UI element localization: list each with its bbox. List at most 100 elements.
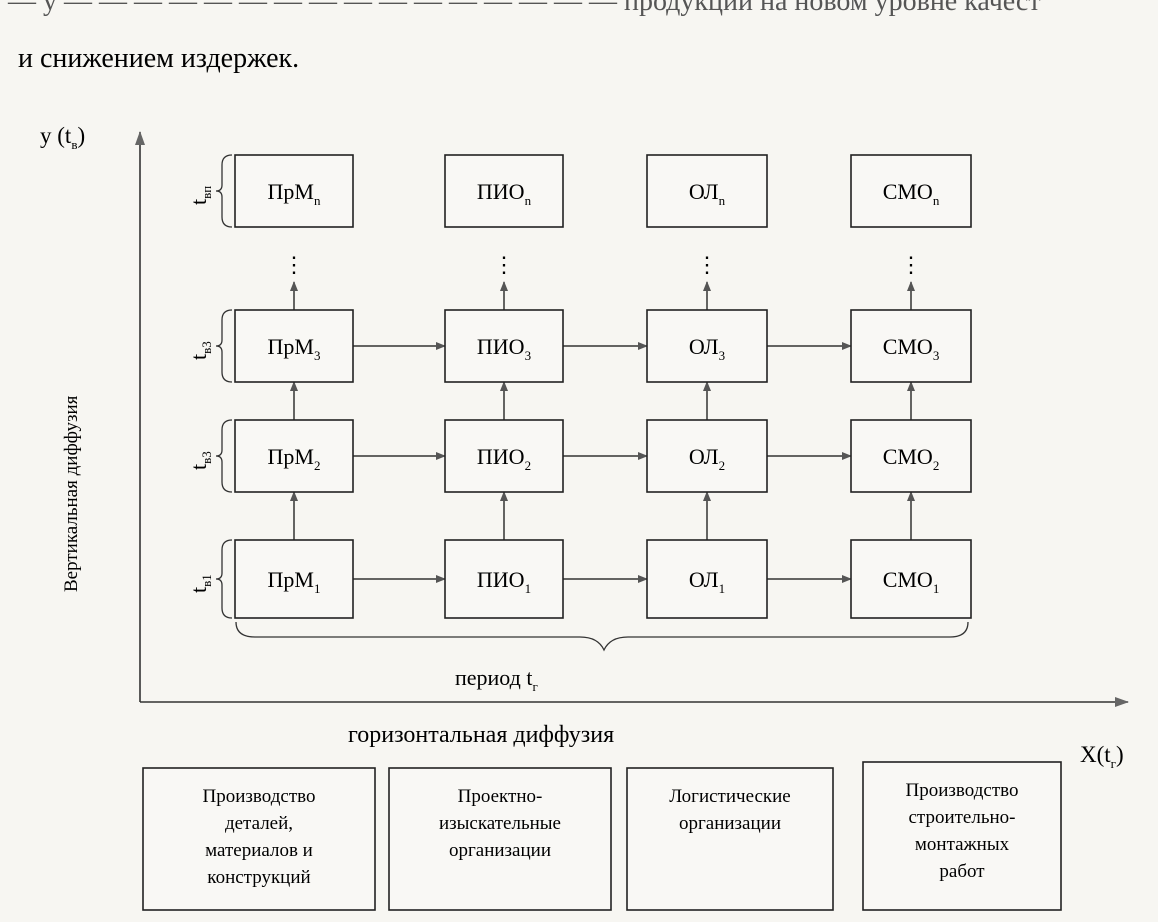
category-text-line: Производство bbox=[203, 786, 316, 807]
period-brace bbox=[235, 621, 969, 652]
level-label: tв3 bbox=[186, 451, 214, 470]
category-boxes: Производство деталей, материалов и конструк… bbox=[142, 761, 1062, 911]
process-box-пио-1: ПИО1 bbox=[444, 539, 564, 619]
process-box-label: СМОn bbox=[883, 179, 940, 208]
process-box-prefix: СМО bbox=[883, 567, 933, 592]
process-box-label: ОЛ2 bbox=[689, 444, 725, 473]
vertical-diffusion-title: Вертикальная диффузия bbox=[61, 395, 82, 592]
process-box-subscript: n bbox=[525, 193, 532, 208]
process-box-subscript: n bbox=[719, 193, 726, 208]
process-box-ол-n: ОЛn bbox=[646, 154, 768, 228]
process-box-prefix: СМО bbox=[883, 179, 933, 204]
process-box-subscript: 1 bbox=[525, 581, 532, 596]
process-box-frame bbox=[850, 419, 972, 493]
level-label-sub: в3 bbox=[199, 341, 214, 354]
header-line-top: — у — — — — — — — — — — — — — — — — прод… bbox=[7, 0, 1041, 17]
process-box-label: ПрМ1 bbox=[268, 567, 321, 596]
process-box-label: СМО1 bbox=[883, 567, 940, 596]
ellipsis: ⋮ bbox=[696, 252, 718, 277]
category-text-line: организации bbox=[449, 840, 551, 861]
process-box-subscript: 3 bbox=[933, 348, 940, 363]
category-text-line: строительно- bbox=[908, 807, 1015, 828]
level-label-sub: в3 bbox=[199, 451, 214, 464]
category-box-frame bbox=[862, 761, 1062, 911]
process-box-prefix: ОЛ bbox=[689, 179, 719, 204]
process-box-label: СМО2 bbox=[883, 444, 940, 473]
category-box-frame bbox=[142, 767, 376, 911]
level-label-main: t bbox=[186, 587, 211, 593]
ellipsis: ⋮ bbox=[900, 252, 922, 277]
process-box-label: ПрМn bbox=[268, 179, 321, 208]
process-box-prefix: ПИО bbox=[477, 179, 525, 204]
process-box-frame bbox=[646, 309, 768, 383]
horizontal-diffusion-title: горизонтальная диффузия bbox=[348, 722, 614, 748]
process-box-prefix: ПрМ bbox=[268, 334, 314, 359]
process-box-frame bbox=[646, 539, 768, 619]
process-box-label: ОЛn bbox=[689, 179, 726, 208]
process-box-label: ОЛ3 bbox=[689, 334, 725, 363]
process-box-subscript: 3 bbox=[719, 348, 726, 363]
category-text-line: материалов и bbox=[205, 840, 313, 861]
category-box-frame bbox=[626, 767, 834, 911]
level-label-main: t bbox=[186, 464, 211, 470]
ellipsis: ⋮ bbox=[283, 252, 305, 277]
process-box-prefix: ОЛ bbox=[689, 334, 719, 359]
category-text-line: Логистические bbox=[669, 786, 791, 807]
process-box-ол-1: ОЛ1 bbox=[646, 539, 768, 619]
process-box-пио-2: ПИО2 bbox=[444, 419, 564, 493]
process-box-prefix: ПрМ bbox=[268, 444, 314, 469]
category-text-line: Проектно- bbox=[458, 786, 543, 807]
level-label: tв1 bbox=[186, 574, 214, 593]
process-box-subscript: 1 bbox=[314, 581, 321, 596]
category-box-frame bbox=[388, 767, 612, 911]
process-box-label: ПИОn bbox=[477, 179, 532, 208]
process-box-frame bbox=[444, 419, 564, 493]
process-box-смо-1: СМО1 bbox=[850, 539, 972, 619]
y-axis-label: у (tв) bbox=[40, 123, 85, 152]
category-text-line: деталей, bbox=[225, 813, 293, 834]
category-text-line: конструкций bbox=[207, 867, 310, 888]
connectors: ⋮ ⋮ ⋮ ⋮ bbox=[283, 252, 922, 583]
process-box-frame bbox=[850, 154, 972, 228]
process-box-смо-2: СМО2 bbox=[850, 419, 972, 493]
process-box-frame bbox=[850, 539, 972, 619]
level-brace bbox=[215, 539, 233, 619]
category-box-1: Производство деталей, материалов и конструк… bbox=[142, 767, 376, 911]
process-box-пио-3: ПИО3 bbox=[444, 309, 564, 383]
process-box-subscript: 2 bbox=[719, 458, 726, 473]
process-box-prefix: ПрМ bbox=[268, 567, 314, 592]
level-label-main: t bbox=[186, 354, 211, 360]
process-box-прм-3: ПрМ3 bbox=[234, 309, 354, 383]
level-label-sub: вп bbox=[199, 186, 214, 199]
process-box-смо-n: СМОn bbox=[850, 154, 972, 228]
process-box-prefix: ПрМ bbox=[268, 179, 314, 204]
process-box-label: ПИО1 bbox=[477, 567, 531, 596]
process-box-label: ОЛ1 bbox=[689, 567, 725, 596]
level-label: tв3 bbox=[186, 341, 214, 360]
level-label-sub: в1 bbox=[199, 574, 214, 587]
process-box-subscript: n bbox=[933, 193, 940, 208]
process-box-prefix: ОЛ bbox=[689, 444, 719, 469]
process-box-prefix: СМО bbox=[883, 444, 933, 469]
process-box-frame bbox=[234, 309, 354, 383]
process-box-subscript: 2 bbox=[314, 458, 321, 473]
process-box-subscript: 2 bbox=[933, 458, 940, 473]
process-box-прм-1: ПрМ1 bbox=[234, 539, 354, 619]
process-box-label: ПИО3 bbox=[477, 334, 531, 363]
process-box-frame bbox=[444, 154, 564, 228]
ellipsis: ⋮ bbox=[493, 252, 515, 277]
process-box-subscript: n bbox=[314, 193, 321, 208]
process-box-label: СМО3 bbox=[883, 334, 940, 363]
process-box-прм-n: ПрМn bbox=[234, 154, 354, 228]
process-box-subscript: 3 bbox=[314, 348, 321, 363]
level-brace bbox=[215, 309, 233, 383]
process-box-frame bbox=[234, 419, 354, 493]
process-box-frame bbox=[234, 154, 354, 228]
process-box-prefix: ПИО bbox=[477, 444, 525, 469]
process-box-frame bbox=[646, 154, 768, 228]
